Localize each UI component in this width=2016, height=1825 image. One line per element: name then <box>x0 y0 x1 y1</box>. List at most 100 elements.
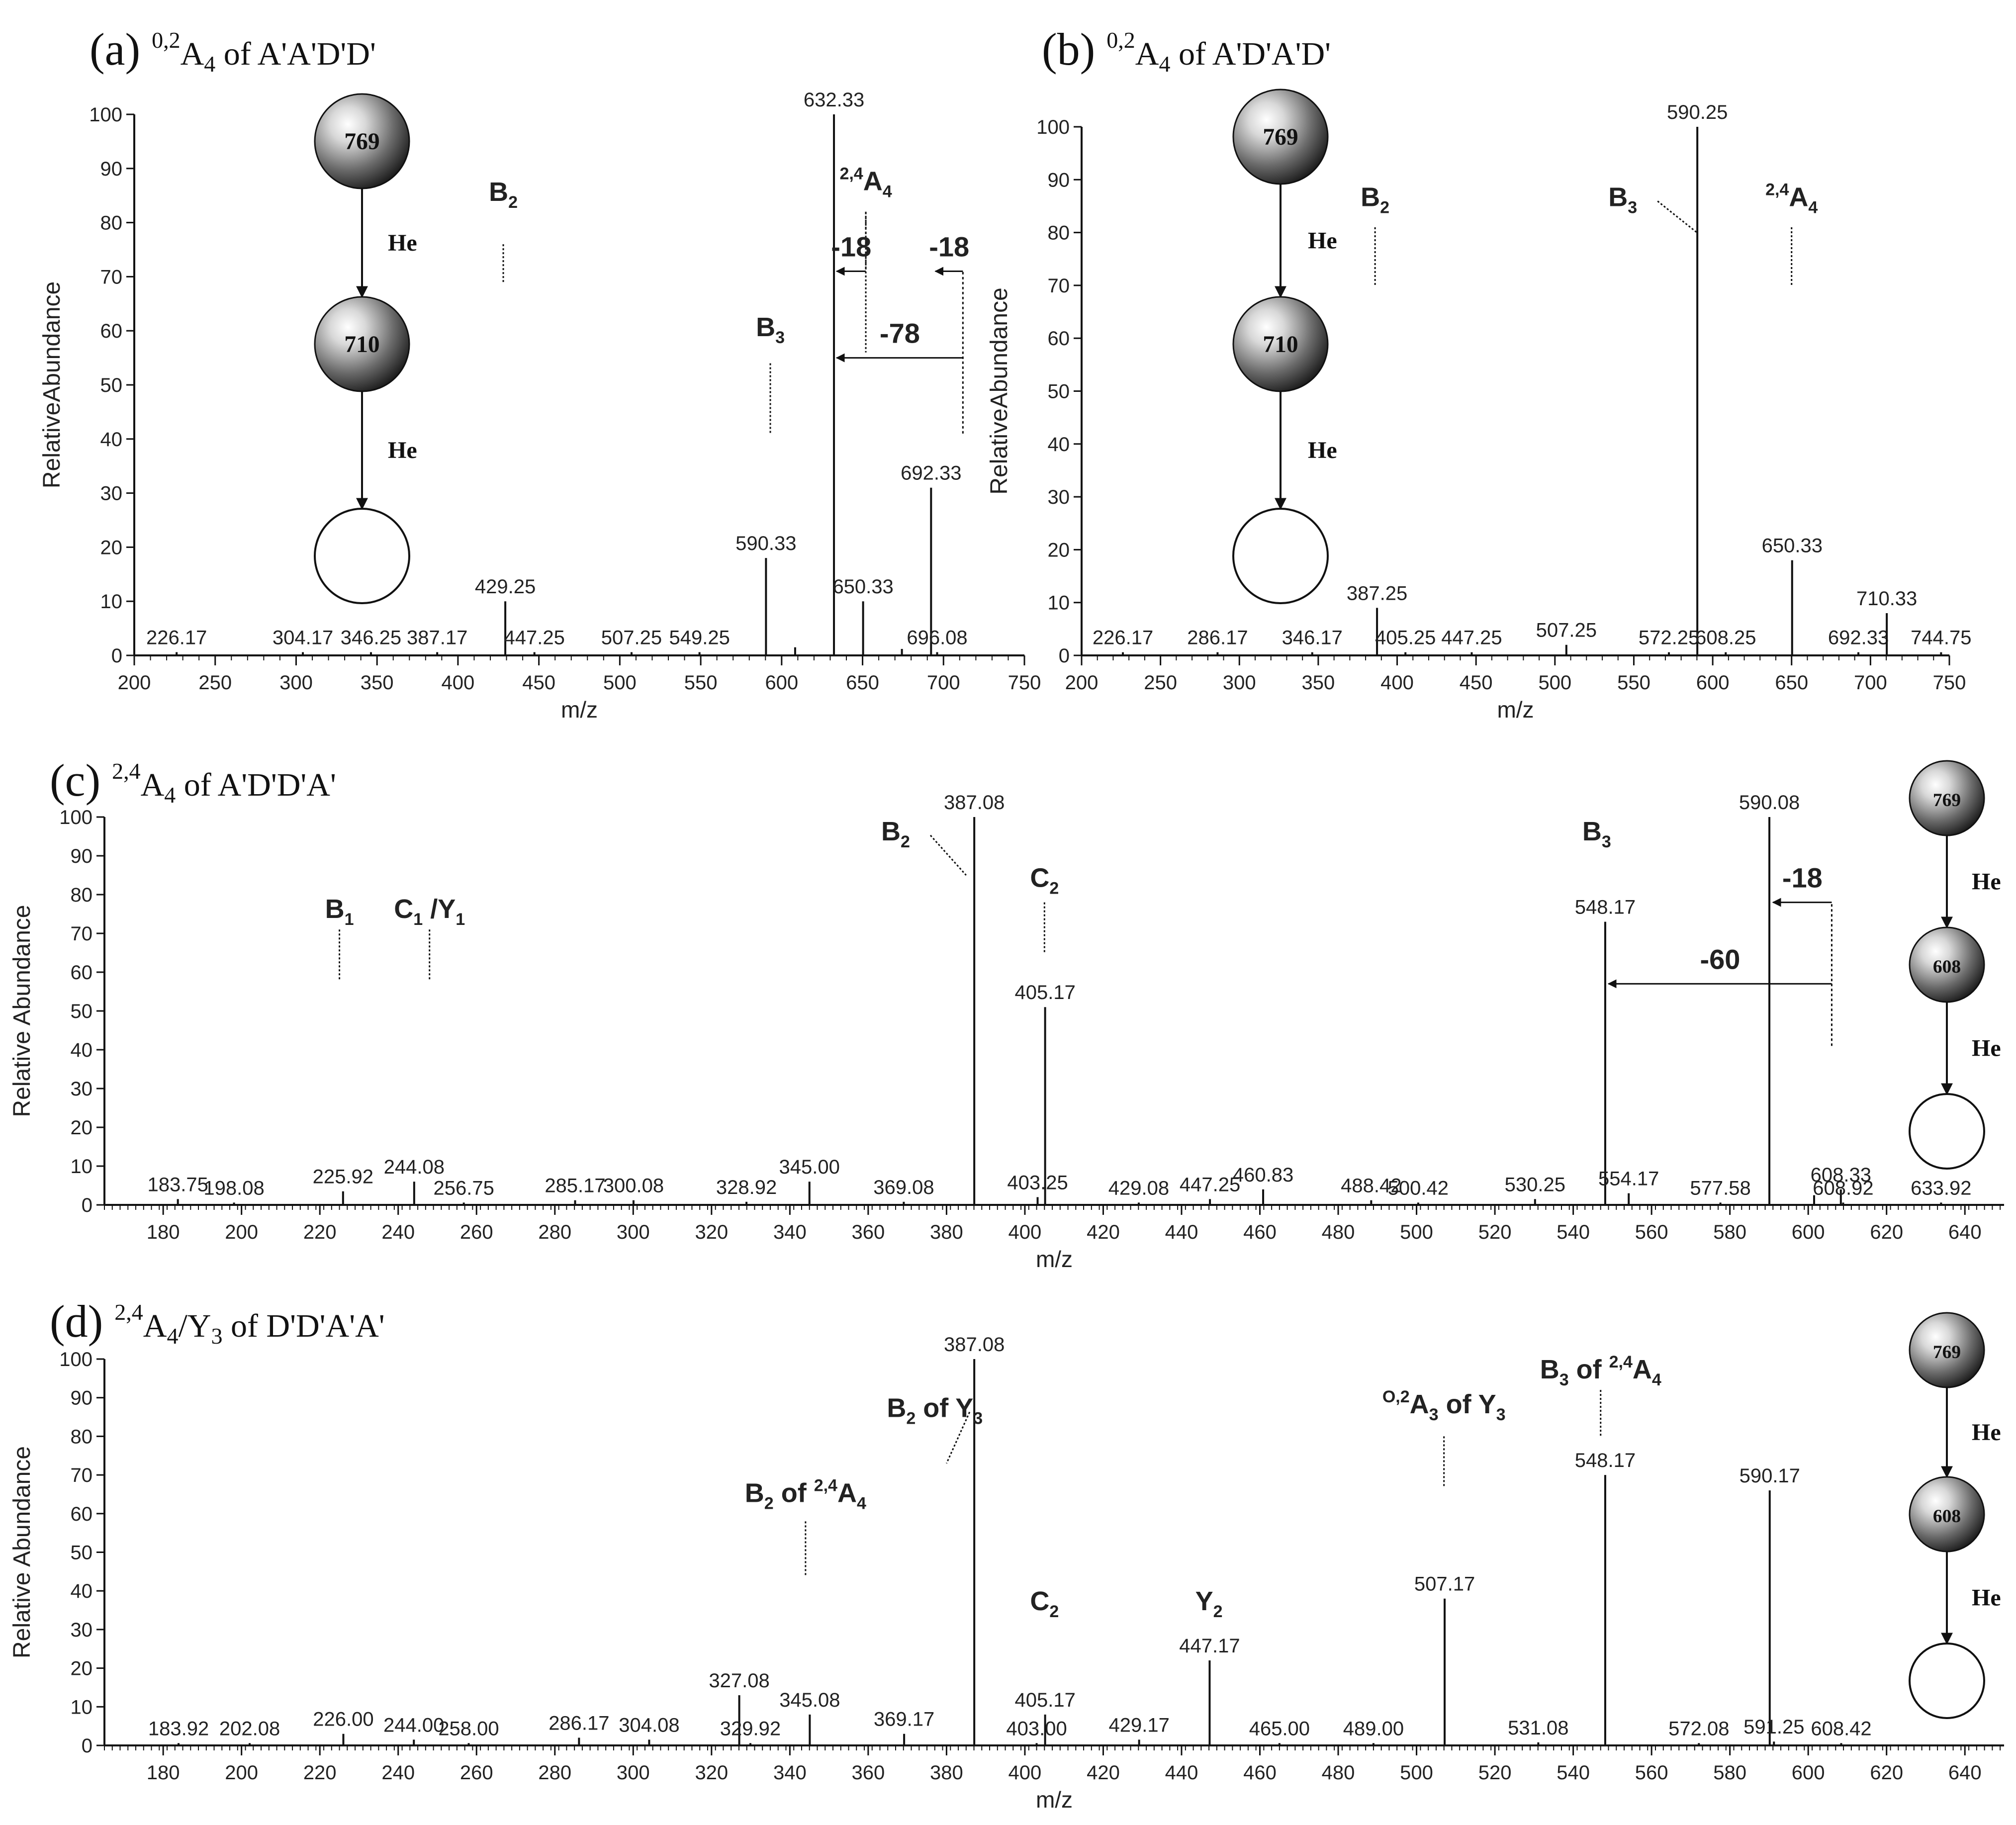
fragment-annotation: Y2 <box>1195 1586 1223 1621</box>
peak-label: 650.33 <box>1762 535 1823 557</box>
peak-label: 300.08 <box>603 1175 664 1197</box>
ion-node-label: 769 <box>1263 124 1298 150</box>
x-tick-label: 580 <box>1713 1762 1746 1784</box>
loss-label: -60 <box>1700 943 1741 975</box>
ion-node-label: 769 <box>344 129 379 155</box>
x-tick-label: 650 <box>1775 672 1808 694</box>
x-tick-label: 400 <box>1008 1762 1042 1784</box>
peak-label: 710.33 <box>1856 588 1917 610</box>
x-tick-label: 600 <box>765 672 798 694</box>
x-tick-label: 520 <box>1478 1762 1512 1784</box>
fragment-annotation: B3 <box>1582 817 1611 851</box>
panel-title: (c) 2,4A4 of A'D'D'A' <box>50 755 336 808</box>
y-tick-label: 90 <box>100 158 123 180</box>
fragment-annotation: B2 of Y3 <box>887 1393 983 1428</box>
x-tick-label: 750 <box>1933 672 1966 694</box>
peak-label: 554.17 <box>1598 1168 1659 1190</box>
y-axis-label: RelativeAbundance <box>39 281 65 488</box>
x-tick-label: 200 <box>225 1762 258 1784</box>
peak-label: 226.00 <box>313 1709 373 1731</box>
ion-node-empty <box>1909 1642 1985 1719</box>
ion-node-label: 769 <box>1933 790 1961 811</box>
y-tick-label: 30 <box>1048 486 1070 508</box>
x-tick-label: 380 <box>930 1762 963 1784</box>
peak-label: 405.17 <box>1014 1689 1075 1711</box>
x-tick-label: 350 <box>1302 672 1335 694</box>
scheme-edge-label: He <box>1972 1035 2001 1062</box>
peak-label: 590.33 <box>735 533 796 554</box>
peak-label: 198.08 <box>203 1177 264 1199</box>
y-tick-label: 90 <box>71 845 93 867</box>
x-tick-label: 580 <box>1713 1221 1746 1243</box>
scheme-edge-label: He <box>388 437 417 463</box>
peak-label: 226.17 <box>1093 627 1153 649</box>
fragment-annotation: B3 <box>1608 182 1637 217</box>
fragment-annotation: 2,4A4 <box>1765 180 1818 217</box>
peak-label: 369.08 <box>873 1177 934 1198</box>
y-tick-label: 100 <box>89 104 122 126</box>
peak-label: 285.17 <box>545 1175 605 1197</box>
y-tick-label: 40 <box>71 1039 93 1061</box>
panel-b: (b) 0,2A4 of A'D'A'D'0102030405060708090… <box>986 24 1972 723</box>
peak-label: 447.25 <box>504 627 565 648</box>
peak-label: 429.17 <box>1109 1714 1170 1736</box>
peak-label: 345.00 <box>779 1156 840 1178</box>
x-tick-label: 460 <box>1243 1221 1277 1243</box>
x-tick-label: 260 <box>460 1762 493 1784</box>
x-tick-label: 420 <box>1087 1221 1120 1243</box>
x-tick-label: 380 <box>930 1221 963 1243</box>
fragment-annotation: C2 <box>1030 1586 1059 1621</box>
peak-label: 327.08 <box>709 1670 769 1692</box>
y-tick-label: 60 <box>1048 328 1070 350</box>
x-tick-label: 300 <box>617 1762 650 1784</box>
peak-label: 507.25 <box>601 627 662 648</box>
x-tick-label: 700 <box>1854 672 1887 694</box>
y-axis-label: RelativeAbundance <box>986 287 1012 494</box>
x-tick-label: 200 <box>225 1221 258 1243</box>
peak-label: 572.25 <box>1639 627 1699 649</box>
peak-label: 244.00 <box>383 1714 444 1736</box>
peak-label: 577.58 <box>1690 1177 1750 1199</box>
panel-title: (a) 0,2A4 of A'A'D'D' <box>90 24 376 77</box>
y-tick-label: 80 <box>71 884 93 906</box>
x-tick-label: 480 <box>1322 1221 1355 1243</box>
y-tick-label: 50 <box>1048 381 1070 403</box>
peak-label: 608.42 <box>1811 1718 1871 1739</box>
peak-label: 531.08 <box>1508 1717 1568 1739</box>
y-tick-label: 40 <box>100 429 123 451</box>
peak-label: 403.25 <box>1007 1172 1068 1193</box>
x-tick-label: 250 <box>1144 672 1177 694</box>
fragment-annotation: B2 of 2,4A4 <box>745 1476 866 1513</box>
panel-title: (d) 2,4A4/Y3 of D'D'A'A' <box>50 1296 385 1349</box>
y-tick-label: 40 <box>1048 434 1070 456</box>
y-tick-label: 80 <box>71 1426 93 1448</box>
y-tick-label: 100 <box>59 807 92 828</box>
y-tick-label: 20 <box>71 1658 93 1680</box>
x-tick-label: 550 <box>1617 672 1650 694</box>
y-tick-label: 50 <box>71 1001 93 1022</box>
peak-label: 403.00 <box>1006 1718 1067 1739</box>
peak-label: 608.92 <box>1813 1177 1873 1199</box>
y-tick-label: 10 <box>100 591 123 613</box>
x-tick-label: 650 <box>846 672 879 694</box>
peak-label: 608.33 <box>1811 1164 1871 1186</box>
x-tick-label: 450 <box>1460 672 1493 694</box>
x-tick-label: 700 <box>927 672 960 694</box>
peak-label: 591.25 <box>1743 1716 1804 1738</box>
scheme-edge-label: He <box>1308 437 1337 463</box>
y-tick-label: 20 <box>1048 539 1070 561</box>
loss-label: -18 <box>929 231 969 263</box>
peak-label: 226.17 <box>146 627 207 648</box>
x-tick-label: 500 <box>1400 1762 1433 1784</box>
scheme-edge-label: He <box>388 230 417 256</box>
scheme-edge-label: He <box>1308 228 1337 254</box>
peak-label: 405.17 <box>1014 982 1075 1004</box>
y-tick-label: 70 <box>71 923 93 945</box>
y-tick-label: 0 <box>1059 645 1070 667</box>
x-tick-label: 360 <box>852 1221 885 1243</box>
y-tick-label: 0 <box>82 1194 92 1216</box>
fragment-annotation: B2 <box>489 177 518 212</box>
x-tick-label: 500 <box>1400 1221 1433 1243</box>
y-tick-label: 20 <box>71 1117 93 1139</box>
